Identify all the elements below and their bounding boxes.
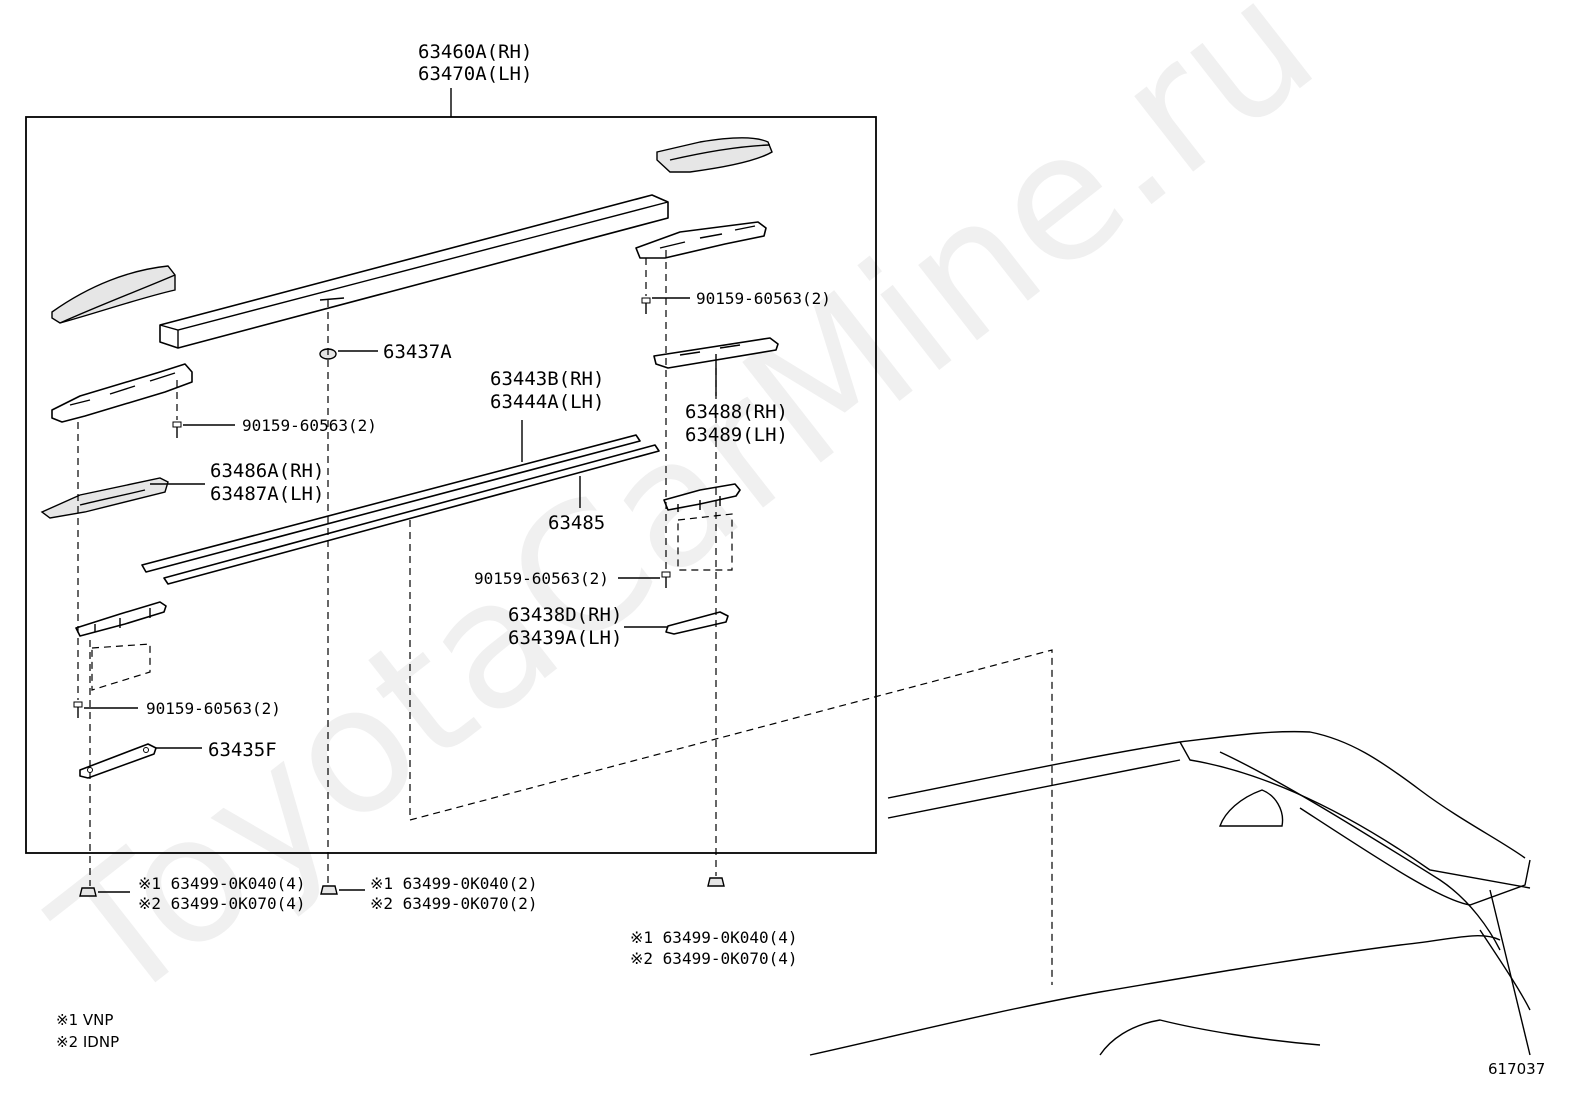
strip-lower	[163, 444, 660, 585]
label-pad-right-rh: 63438D(RH)	[508, 604, 622, 626]
nut-icon	[320, 885, 338, 895]
end-cover-front	[51, 265, 176, 324]
roof-rail	[159, 194, 669, 349]
label-nut-left-2: ※2 63499-0K070(4)	[138, 894, 306, 913]
nut-icon	[79, 887, 97, 897]
label-main-lh: 63470A(LH)	[418, 63, 532, 85]
label-plate-rh: 63488(RH)	[685, 401, 788, 423]
pad-left	[79, 743, 157, 779]
bolt-icon	[661, 571, 671, 588]
bracket-right-lower	[663, 483, 741, 512]
leader-lines	[84, 297, 717, 893]
label-bolt-left-upper: 90159-60563(2)	[242, 416, 377, 435]
bracket-left-lower	[75, 601, 167, 637]
label-nut-right-1: ※1 63499-0K040(4)	[630, 928, 798, 947]
label-cover-left-rh: 63486A(RH)	[210, 460, 324, 482]
label-strip-rh: 63443B(RH)	[490, 368, 604, 390]
label-pad-left: 63435F	[208, 739, 277, 761]
diagram-id: 617037	[1488, 1060, 1545, 1078]
label-main-rh: 63460A(RH)	[418, 41, 532, 63]
label-spacer-center: 63437A	[383, 341, 452, 363]
label-bolt-right-mid: 90159-60563(2)	[474, 569, 609, 588]
label-nut-right-2: ※2 63499-0K070(4)	[630, 949, 798, 968]
label-nut-center-1: ※1 63499-0K040(2)	[370, 874, 538, 893]
label-strip-lh: 63444A(LH)	[490, 391, 604, 413]
cover-left	[40, 477, 169, 519]
legend-idnp: ※2 IDNP	[56, 1033, 119, 1051]
bolt-icon	[172, 421, 182, 438]
bolt-icon	[641, 297, 651, 314]
bolt-icon	[73, 701, 83, 718]
plate-right	[653, 337, 779, 369]
label-nut-left-1: ※1 63499-0K040(4)	[138, 874, 306, 893]
label-strip-lower: 63485	[548, 512, 605, 534]
label-pad-right-lh: 63439A(LH)	[508, 627, 622, 649]
label-bolt-top-right: 90159-60563(2)	[696, 289, 831, 308]
pad-right	[665, 611, 729, 635]
label-nut-center-2: ※2 63499-0K070(2)	[370, 894, 538, 913]
label-cover-left-lh: 63487A(LH)	[210, 483, 324, 505]
bracket-left-upper	[51, 363, 193, 423]
assembly-guides	[77, 250, 1053, 985]
strip-upper	[141, 434, 641, 573]
bracket-right-upper	[635, 221, 767, 259]
legend-vnp: ※1 VNP	[56, 1011, 113, 1029]
end-cover-rear	[656, 137, 773, 173]
vehicle-outline	[809, 730, 1531, 1056]
label-bolt-left-lower: 90159-60563(2)	[146, 699, 281, 718]
label-plate-lh: 63489(LH)	[685, 424, 788, 446]
nut-icon	[707, 877, 725, 887]
